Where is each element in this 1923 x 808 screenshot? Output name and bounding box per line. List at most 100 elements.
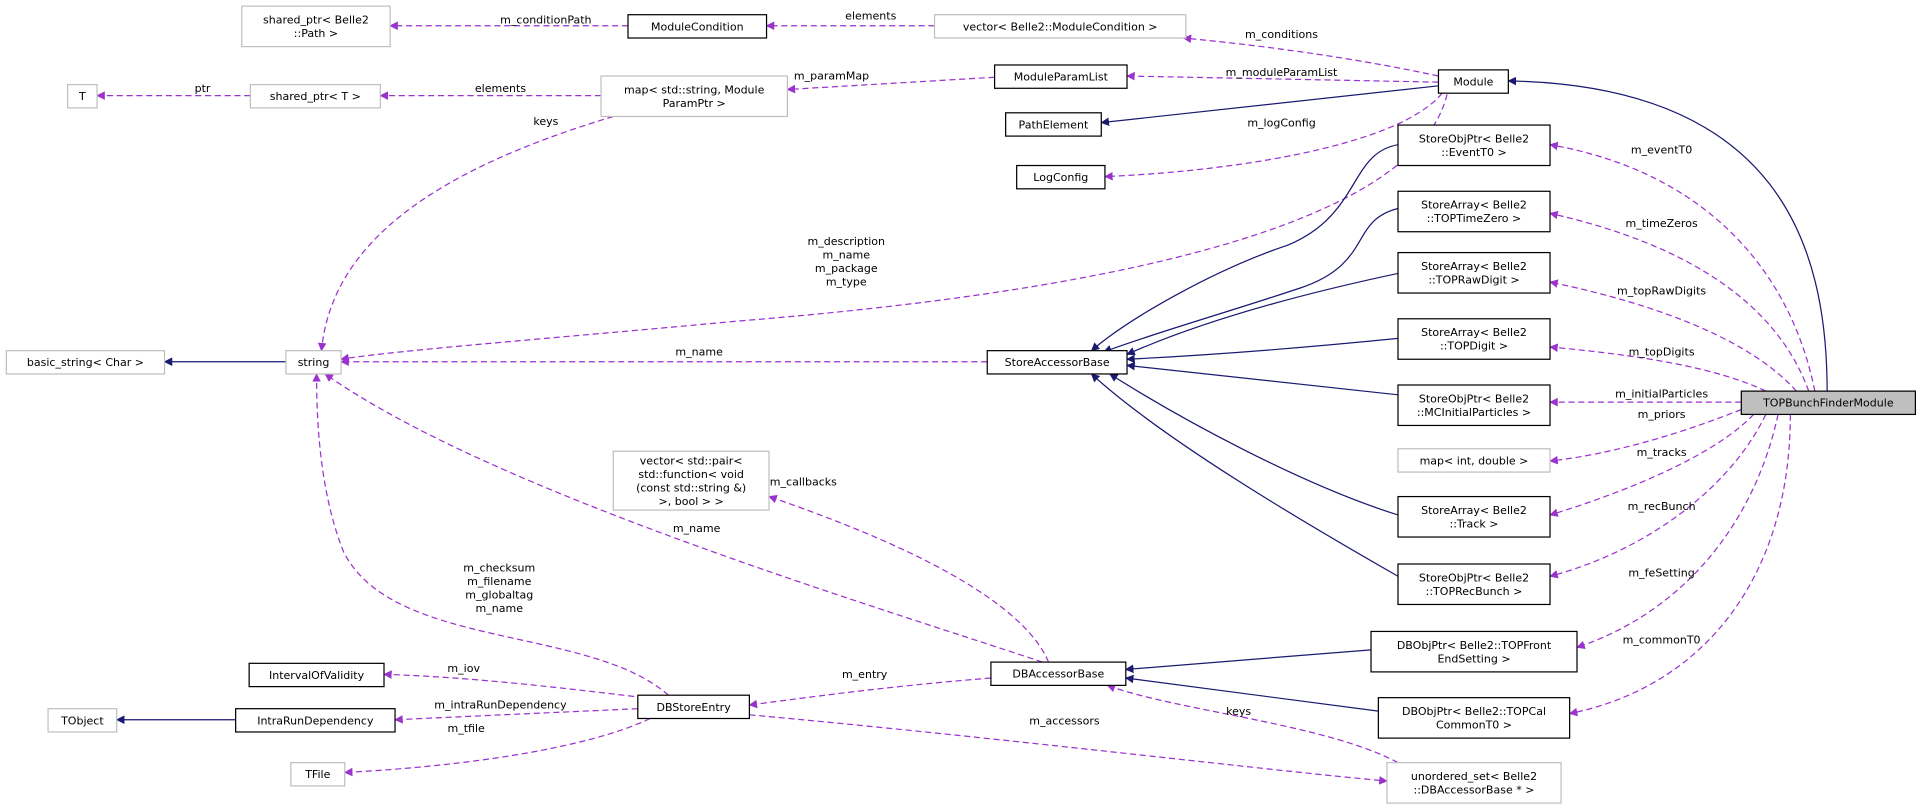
class-node-TOPBunchFinderModule[interactable]: TOPBunchFinderModule — [1740, 390, 1917, 416]
class-node-sa_track[interactable]: StoreArray< Belle2::Track > — [1397, 495, 1551, 538]
edge-label: m_conditionPath — [500, 13, 591, 26]
edge-vec_mc-to-ModuleCondition: elements — [765, 10, 935, 31]
class-node-basic_string[interactable]: basic_string< Char > — [5, 350, 166, 375]
edge-Module-to-vec_mc: m_conditions — [1182, 28, 1439, 77]
class-node-StoreAccessorBase[interactable]: StoreAccessorBase — [986, 350, 1128, 375]
class-node-DBAccessorBase[interactable]: DBAccessorBase — [990, 661, 1127, 687]
nodes-layer: shared_ptr< Belle2::Path > ModuleConditio… — [5, 5, 1917, 804]
inheritance-arrow — [1507, 76, 1828, 392]
usage-arrow — [1126, 71, 1439, 83]
usage-arrow — [786, 76, 995, 94]
class-node-uset[interactable]: unordered_set< Belle2::DBAccessorBase * … — [1386, 762, 1562, 804]
edge-label: keys — [1226, 705, 1251, 718]
class-name: shared_ptr< Belle2 — [263, 14, 369, 27]
edge-label: m_tracks — [1637, 446, 1687, 459]
class-node-sa_rawdigit[interactable]: StoreArray< Belle2::TOPRawDigit > — [1397, 251, 1551, 294]
class-node-LogConfig[interactable]: LogConfig — [1016, 164, 1106, 190]
class-node-sop_recbunch[interactable]: StoreObjPtr< Belle2::TOPRecBunch > — [1397, 563, 1551, 606]
class-box — [1437, 69, 1509, 94]
edge-sop_mcinit-to-StoreAccessorBase — [1126, 361, 1399, 396]
class-node-ModuleCondition[interactable]: ModuleCondition — [627, 14, 768, 39]
edge-label: m_type — [826, 276, 867, 289]
class-name: (const std::string &) — [636, 481, 746, 494]
class-node-sp_path[interactable]: shared_ptr< Belle2::Path > — [241, 5, 391, 48]
class-node-sp_T[interactable]: shared_ptr< T > — [249, 83, 381, 109]
class-box — [1397, 563, 1551, 606]
class-box — [290, 762, 346, 787]
inheritance-arrow — [1126, 272, 1399, 356]
class-node-vec_pair[interactable]: vector< std::pair<std::function< void(co… — [612, 450, 770, 511]
class-node-DBStoreEntry[interactable]: DBStoreEntry — [637, 694, 750, 720]
edge-DBStoreEntry-to-uset: m_accessors — [749, 714, 1388, 785]
class-name: ::DBAccessorBase * > — [1414, 784, 1535, 797]
class-node-PathElement[interactable]: PathElement — [1005, 112, 1102, 137]
class-name: map< std::string, Module — [624, 83, 765, 96]
class-box — [993, 64, 1128, 89]
usage-arrow — [1182, 34, 1439, 77]
class-box — [600, 75, 789, 118]
edges-layer: m_conditionPath elements ptr elements m_cond… — [96, 10, 1828, 785]
class-node-sop_eventt0[interactable]: StoreObjPtr< Belle2::EventT0 > — [1397, 124, 1551, 167]
class-box — [235, 708, 396, 733]
class-node-sa_digit[interactable]: StoreArray< Belle2::TOPDigit > — [1397, 318, 1551, 360]
class-node-sop_mcinit[interactable]: StoreObjPtr< Belle2::MCInitialParticles … — [1397, 384, 1551, 427]
edge-TOPBunchFinderModule-to-sop_recbunch: m_recBunch — [1549, 414, 1767, 579]
class-node-string[interactable]: string — [285, 350, 342, 375]
class-node-sa_timezero[interactable]: StoreArray< Belle2::TOPTimeZero > — [1397, 190, 1551, 233]
class-name: LogConfig — [1033, 171, 1088, 184]
class-box — [5, 350, 166, 375]
edge-sa_digit-to-StoreAccessorBase — [1126, 337, 1399, 364]
edge-uset-to-DBAccessorBase: keys — [1106, 684, 1399, 764]
usage-arrow — [340, 94, 1448, 363]
class-box — [637, 694, 750, 720]
usage-arrow — [1549, 343, 1767, 392]
edge-map_param-to-sp_T: elements — [379, 82, 602, 100]
class-name: ::TOPTimeZero > — [1427, 212, 1522, 225]
class-node-vec_mc[interactable]: vector< Belle2::ModuleCondition > — [933, 14, 1187, 39]
edge-TOPBunchFinderModule-to-sa_rawdigit: m_topRawDigits — [1549, 279, 1797, 392]
edge-sa_track-to-StoreAccessorBase — [1109, 373, 1399, 516]
class-box — [1016, 164, 1106, 190]
edge-TOPBunchFinderModule-to-Module — [1507, 76, 1828, 392]
class-box — [986, 350, 1128, 375]
edge-sop_recbunch-to-StoreAccessorBase — [1090, 373, 1399, 577]
edge-label: ptr — [195, 82, 211, 95]
class-name: StoreArray< Belle2 — [1421, 199, 1527, 212]
inheritance-arrow — [1090, 373, 1399, 577]
class-node-T[interactable]: T — [67, 83, 98, 109]
class-node-TObject[interactable]: TObject — [47, 708, 118, 733]
edge-label: m_eventT0 — [1631, 143, 1692, 156]
class-node-map_int_double[interactable]: map< int, double > — [1397, 448, 1551, 473]
class-name: DBStoreEntry — [656, 701, 731, 714]
edge-sp_T-to-T: ptr — [96, 82, 251, 100]
class-node-IntervalOfValidity[interactable]: IntervalOfValidity — [248, 662, 385, 688]
usage-arrow — [1549, 414, 1767, 579]
class-box — [47, 708, 118, 733]
edge-label: m_topRawDigits — [1617, 284, 1706, 297]
inheritance-arrow — [1100, 85, 1439, 127]
edge-label: m_iov — [447, 662, 480, 675]
class-node-IntraRunDependency[interactable]: IntraRunDependency — [235, 708, 396, 733]
class-node-Module[interactable]: Module — [1437, 69, 1509, 94]
class-name: StoreObjPtr< Belle2 — [1419, 132, 1529, 145]
class-node-TFile[interactable]: TFile — [290, 762, 346, 787]
edge-db_ct0-to-DBAccessorBase — [1124, 674, 1379, 712]
class-name: std::function< void — [638, 468, 744, 481]
class-node-ModuleParamList[interactable]: ModuleParamList — [993, 64, 1128, 89]
edge-label: m_callbacks — [770, 476, 837, 489]
edge-label: elements — [475, 82, 526, 95]
edge-Module-to-LogConfig: m_logConfig — [1104, 92, 1443, 181]
class-box — [933, 14, 1187, 39]
edge-label: m_name — [675, 346, 723, 359]
class-box — [990, 661, 1127, 687]
class-name: ParamPtr > — [663, 97, 726, 110]
class-name: StoreAccessorBase — [1005, 356, 1110, 369]
class-name: TOPBunchFinderModule — [1762, 397, 1894, 410]
inheritance-arrow — [1124, 649, 1372, 674]
class-name: ::Path > — [294, 27, 338, 40]
edge-label: m_topDigits — [1629, 346, 1695, 359]
